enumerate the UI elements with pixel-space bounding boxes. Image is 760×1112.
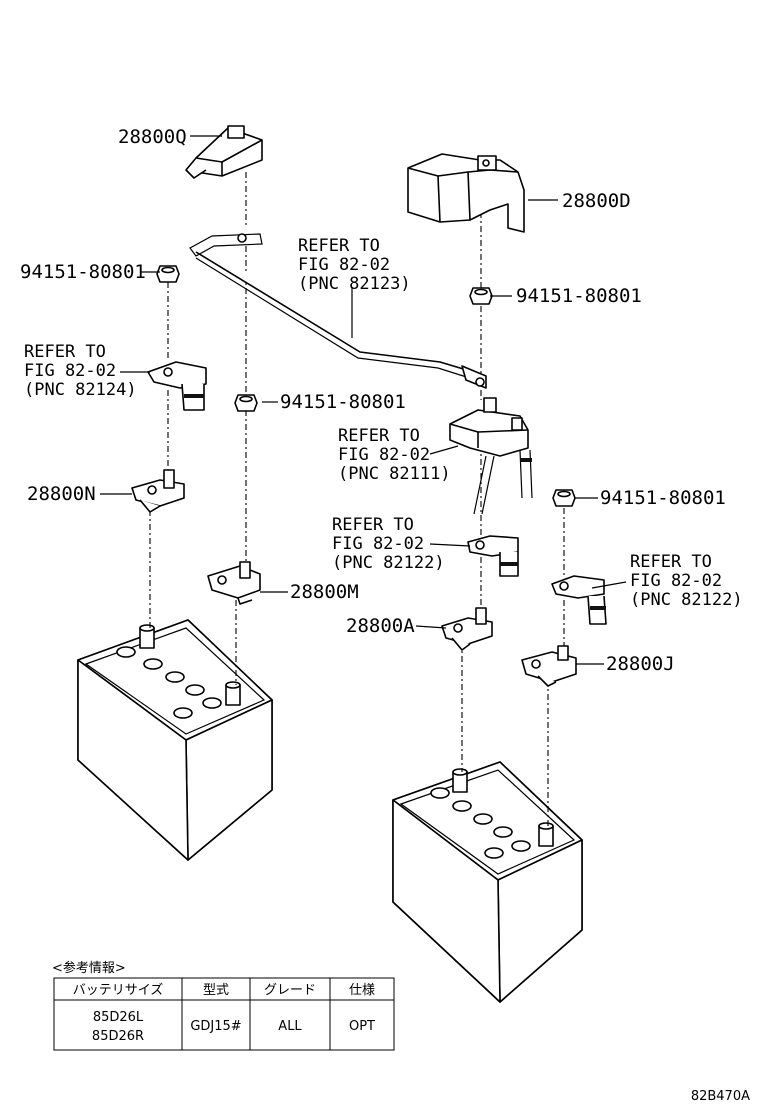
ref-82123: REFER TO FIG 82-02 (PNC 82123) (298, 236, 411, 294)
svg-text:FIG 82-02: FIG 82-02 (24, 361, 116, 381)
svg-text:FIG 82-02: FIG 82-02 (332, 534, 424, 554)
terminal-28800A (441, 607, 493, 651)
terminal-cover-28800D (407, 153, 525, 233)
svg-text:FIG 82-02: FIG 82-02 (630, 571, 722, 591)
svg-text:(PNC 82122): (PNC 82122) (332, 553, 445, 573)
header-model: 型式 (203, 983, 229, 998)
nut-right-top (469, 287, 493, 305)
figure-id: 82B470A (691, 1089, 750, 1104)
header-spec: 仕様 (349, 983, 375, 998)
svg-text:FIG 82-02: FIG 82-02 (338, 445, 430, 465)
label-nut-right-top: 94151-80801 (516, 285, 642, 307)
label-nut-right-mid: 94151-80801 (600, 487, 726, 509)
left-battery (77, 619, 273, 861)
cell-battery-size-1: 85D26L (93, 1010, 144, 1025)
label-28800Q: 28800Q (118, 126, 187, 148)
cell-grade: ALL (278, 1019, 302, 1034)
terminal-28800J (521, 645, 577, 687)
cable-82122-mid (467, 535, 519, 577)
cell-model: GDJ15# (190, 1019, 241, 1034)
label-nut-left: 94151-80801 (20, 261, 146, 283)
fuse-block-82111 (449, 397, 533, 515)
ref-82124: REFER TO FIG 82-02 (PNC 82124) (24, 342, 137, 400)
terminal-28800N (131, 469, 185, 513)
label-nut-center: 94151-80801 (280, 391, 406, 413)
svg-text:(PNC 82123): (PNC 82123) (298, 274, 411, 294)
assembly-lines (149, 172, 565, 826)
leader-lines (100, 135, 627, 665)
nut-center (234, 394, 258, 412)
svg-text:REFER TO: REFER TO (338, 426, 420, 446)
ref-82111: REFER TO FIG 82-02 (PNC 82111) (338, 426, 451, 484)
svg-text:FIG 82-02: FIG 82-02 (298, 255, 390, 275)
svg-text:(PNC 82124): (PNC 82124) (24, 380, 137, 400)
svg-text:REFER TO: REFER TO (332, 515, 414, 535)
label-28800M: 28800M (290, 581, 359, 603)
svg-text:REFER TO: REFER TO (630, 552, 712, 572)
label-28800A: 28800A (346, 615, 415, 637)
nut-left (156, 265, 180, 283)
label-28800D: 28800D (562, 190, 631, 212)
svg-text:(PNC 82111): (PNC 82111) (338, 464, 451, 484)
svg-text:REFER TO: REFER TO (24, 342, 106, 362)
right-battery (392, 761, 583, 1003)
svg-text:REFER TO: REFER TO (298, 236, 380, 256)
header-battery-size: バッテリサイズ (73, 982, 164, 998)
ref-82122-right: REFER TO FIG 82-02 (PNC 82122) (630, 552, 743, 610)
info-caption: <参考情報> (52, 960, 126, 976)
reference-info-table: <参考情報> バッテリサイズ 型式 グレード 仕様 85D26L 85D26R … (52, 960, 395, 1051)
wire-harness-82123 (189, 233, 487, 389)
label-28800J: 28800J (606, 653, 675, 675)
terminal-cover-28800Q (185, 125, 263, 179)
nut-right-mid (552, 489, 576, 507)
cable-82124 (147, 361, 207, 411)
cell-spec: OPT (349, 1019, 375, 1034)
header-grade: グレード (264, 983, 316, 998)
label-28800N: 28800N (27, 483, 96, 505)
cable-82122-right (551, 575, 607, 625)
ref-82122-mid: REFER TO FIG 82-02 (PNC 82122) (332, 515, 445, 573)
svg-text:(PNC 82122): (PNC 82122) (630, 590, 743, 610)
cell-battery-size-2: 85D26R (92, 1029, 144, 1044)
terminal-28800M (207, 561, 261, 605)
